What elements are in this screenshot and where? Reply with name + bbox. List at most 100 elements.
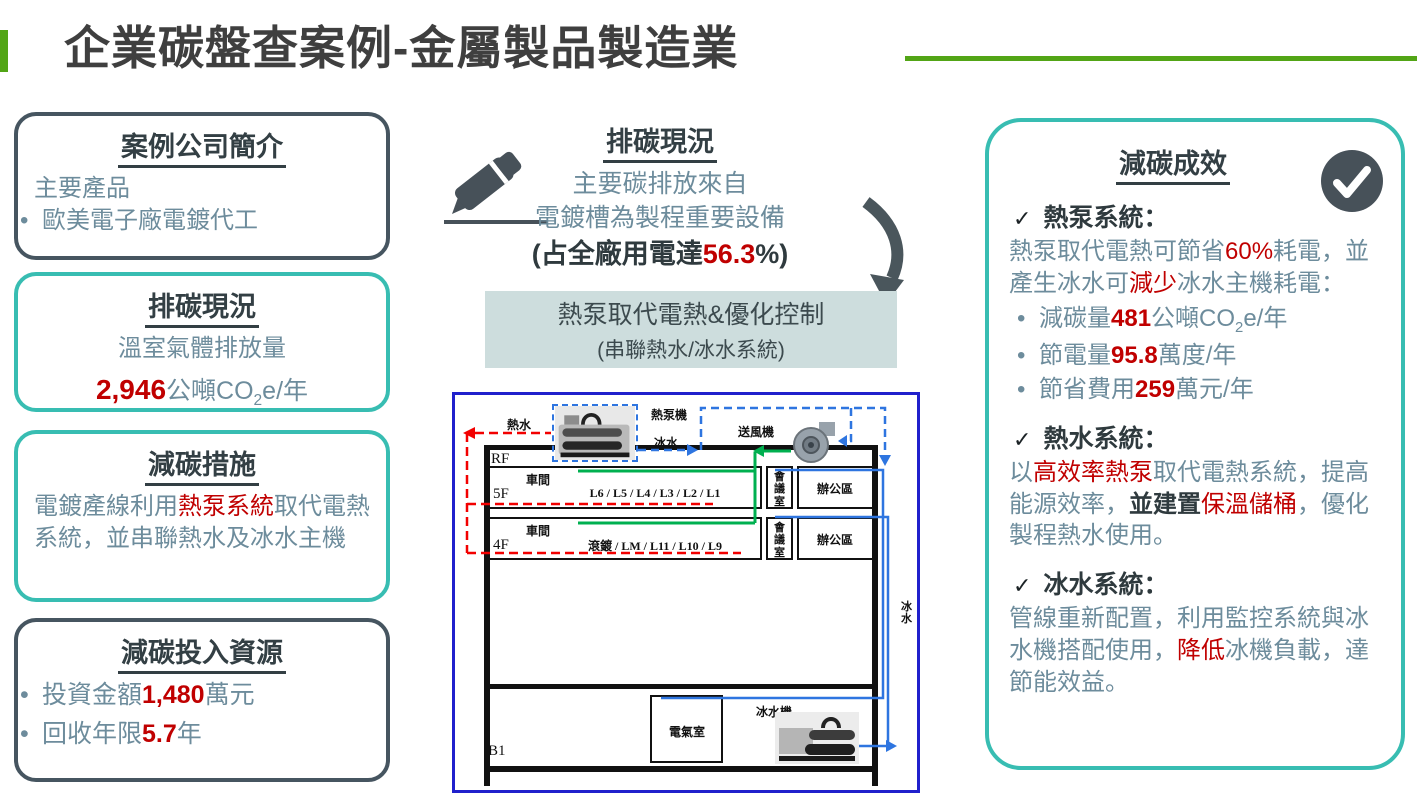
highlighter-underline — [444, 220, 548, 224]
bullet-dot: • — [1017, 341, 1026, 369]
ghg-unit-post: e/年 — [262, 376, 309, 405]
cw-seg1: 管線重新配置，利用監控系統與冰水機搭配使用， — [1009, 605, 1369, 664]
cold-water-arrowhead-down — [879, 455, 891, 466]
check-circle-icon — [1321, 150, 1383, 212]
b1-floor-line — [484, 766, 878, 772]
heat-pump-paragraph: 熱泵取代電熱可節省60%耗電，並產生冰水可減少冰水主機耗電： — [1009, 236, 1381, 299]
left-post — [484, 445, 490, 786]
bullet-dot: • — [20, 206, 29, 234]
bullet-cost-saving: • 節省費用259萬元/年 — [1017, 373, 1381, 407]
highlighter-body — [452, 151, 522, 214]
solution-line2: (串聯熱水/冰水系統) — [597, 339, 785, 362]
chiller-image — [775, 712, 859, 764]
reduction-results-title: 減碳成效 — [1116, 142, 1230, 185]
workshop-4f-label: 車間 — [526, 524, 551, 538]
measures-seg1: 電鍍產線利用 — [34, 493, 178, 520]
power-share-pre: (占全廠用電達 — [531, 239, 703, 269]
section-hot-water: ✓ 熱水系統： — [1009, 419, 1381, 455]
chilled-water-arrowhead — [886, 740, 897, 752]
reduction-results-card: 減碳成效 ✓ 熱泵系統： 熱泵取代電熱可節省60%耗電，並產生冰水可減少冰水主機… — [985, 118, 1405, 770]
heat-pump-bullet-list: • 減碳量481公噸CO2e/年 • 節電量95.8萬度/年 • 節省費用259… — [1009, 302, 1381, 406]
cost-saving-unit: 萬元/年 — [1175, 375, 1254, 403]
reduction-measures-text: 電鍍產線利用熱泵系統取代電熱系統，並串聯熱水及冰水主機 — [18, 491, 386, 555]
bullet-dot: • — [20, 681, 29, 709]
hw-seg2: 取代電熱系統，提高能源效率， — [1009, 459, 1369, 518]
electrical-room-label: 電氣室 — [669, 725, 706, 739]
emission-summary-block: 排碳現況 主要碳排放來自 電鍍槽為製程重要設備 (占全廠用電達56.3%) — [495, 120, 825, 272]
emission-summary-line1: 主要碳排放來自 — [572, 170, 748, 198]
floor-label-b1: B1 — [488, 743, 506, 759]
measures-seg2-highlight: 熱泵系統 — [178, 493, 274, 520]
floor-label-4f: 4F — [493, 537, 509, 553]
payback-item: • 回收年限5.7年 — [18, 718, 386, 751]
cold-water-side-label: 冰水 — [901, 601, 912, 626]
bullet-dot: • — [1017, 375, 1026, 403]
power-saving-label: 節電量 — [1039, 341, 1111, 369]
power-saving-unit: 萬度/年 — [1157, 341, 1237, 369]
ghg-emission-label: 溫室氣體排放量 — [118, 335, 286, 362]
section-heat-pump: ✓ 熱泵系統： — [1009, 198, 1381, 234]
hw-seg-highlight2: 保溫儲桶 — [1201, 490, 1297, 518]
workshop-4f-cell: 4F 車間 滾鍍 / LM / L11 / L10 / L9 — [488, 517, 762, 560]
company-products-label: 主要產品 — [34, 175, 130, 202]
fan-image — [793, 422, 835, 463]
title-accent-bar — [0, 30, 8, 72]
ghg-value: 2,946 — [95, 373, 167, 405]
workshop-5f-cell: 5F 車間 L6 / L5 / L4 / L3 / L2 / L1 — [488, 466, 762, 509]
payback-value: 5.7 — [142, 720, 177, 749]
roof-line — [484, 445, 878, 450]
section-hot-water-heading: 熱水系統： — [1043, 425, 1169, 454]
hot-water-arrowhead — [463, 427, 475, 439]
check-icon: ✓ — [1013, 206, 1032, 231]
emission-summary-title: 排碳現況 — [603, 120, 717, 163]
section-heat-pump-heading: 熱泵系統： — [1043, 204, 1169, 232]
payback-label: 回收年限 — [42, 720, 143, 749]
meeting-4f-label: 會議室 — [774, 522, 785, 559]
measures-seg3: 取代電熱系統，並串聯熱水及冰水主機 — [34, 493, 370, 552]
company-intro-title: 案例公司簡介 — [118, 125, 286, 168]
chilled-water-paragraph: 管線重新配置，利用監控系統與冰水機搭配使用，降低冰機負載，達節能效益。 — [1009, 603, 1381, 698]
investment-title: 減碳投入資源 — [118, 631, 286, 674]
building-system-diagram: RF 5F 車間 L6 / L5 / L4 / L3 / L2 / L1 會議室… — [452, 392, 920, 793]
curved-down-arrow-icon — [862, 197, 904, 304]
heat-pump-image — [552, 404, 638, 462]
office-5f-label: 辦公區 — [817, 482, 854, 496]
office-5f-cell: 辦公區 — [797, 466, 874, 509]
cw-seg-highlight: 降低 — [1177, 636, 1225, 664]
heat-pump-label: 熱泵機 — [651, 408, 688, 422]
hp-seg3: 冰水主機耗電： — [1177, 269, 1345, 297]
section-chilled-water-heading: 冰水系統： — [1043, 571, 1169, 600]
ghg-unit-pre: 公噸CO — [166, 376, 254, 405]
reduction-measures-card: 減碳措施 電鍍產線利用熱泵系統取代電熱系統，並串聯熱水及冰水主機 — [14, 430, 390, 602]
bullet-carbon-reduction: • 減碳量481公噸CO2e/年 — [1017, 302, 1381, 339]
carbon-reduction-value: 481 — [1111, 305, 1152, 333]
hp-seg-reduce: 減少 — [1129, 269, 1177, 297]
check-icon: ✓ — [1013, 427, 1032, 453]
carbon-reduction-unit-pre: 公噸CO — [1151, 305, 1236, 333]
meeting-4f-cell: 會議室 — [766, 517, 793, 560]
ghg-emission-value-line: 2,946公噸CO2e/年 — [18, 371, 386, 410]
payback-unit: 年 — [176, 720, 202, 749]
hw-seg-highlight1: 高效率熱泵 — [1033, 459, 1153, 487]
hp-seg1: 熱泵取代電熱可節省 — [1009, 238, 1225, 265]
bullet-power-saving: • 節電量95.8萬度/年 — [1017, 339, 1381, 373]
check-icon: ✓ — [1013, 573, 1032, 599]
power-share-value: 56.3 — [702, 239, 756, 269]
ghg-unit-sub: 2 — [253, 391, 263, 409]
hw-seg1: 以 — [1009, 459, 1033, 487]
floor-label-5f: 5F — [493, 486, 509, 502]
company-intro-card: 案例公司簡介 主要產品 • 歐美電子廠電鍍代工 — [14, 112, 390, 260]
emission-status-card: 排碳現況 溫室氣體排放量 2,946公噸CO2e/年 — [14, 272, 390, 412]
lines-4f-label: 滾鍍 / LM / L11 / L10 / L9 — [587, 539, 723, 553]
cold-water-label: 冰水 — [654, 436, 679, 450]
bullet-dot: • — [20, 720, 29, 749]
office-4f-label: 辦公區 — [817, 533, 854, 547]
company-product-item: • 歐美電子廠電鍍代工 — [18, 205, 386, 237]
emission-summary-line3: (占全廠用電達56.3%) — [495, 237, 825, 272]
hot-water-paragraph: 以高效率熱泵取代電熱系統，提高能源效率，並建置保溫儲桶，優化製程熱水使用。 — [1009, 457, 1381, 552]
power-share-post: %) — [755, 239, 789, 269]
reduction-measures-title: 減碳措施 — [145, 443, 259, 486]
investment-amount-label: 投資金額 — [42, 681, 143, 709]
solution-banner: 熱泵取代電熱&優化控制 (串聯熱水/冰水系統) — [485, 291, 897, 368]
